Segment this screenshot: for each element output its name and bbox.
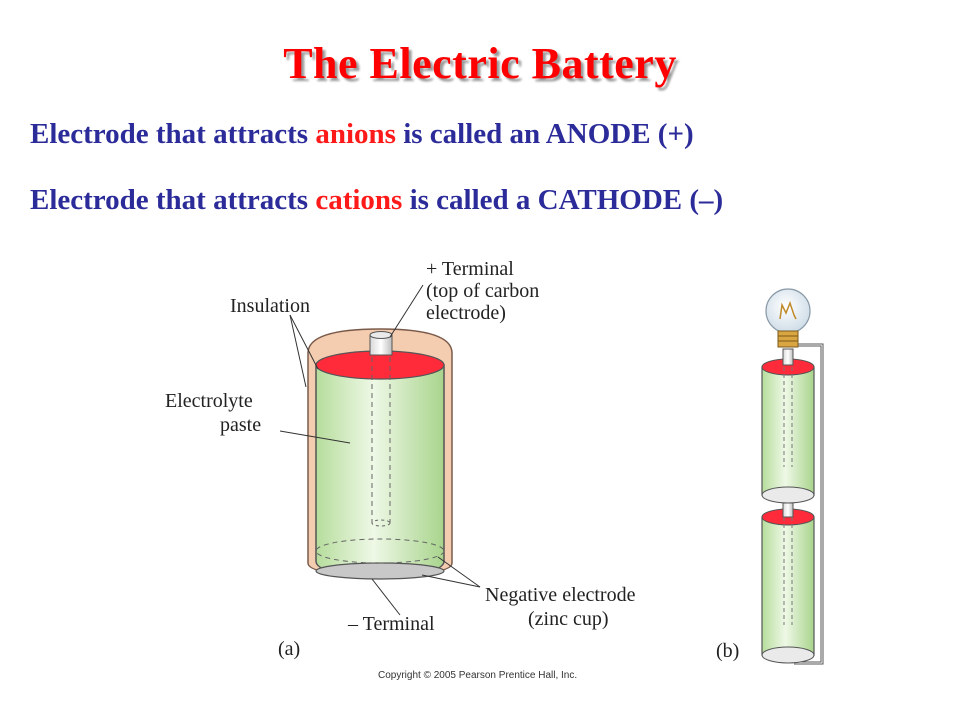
cathode-definition: Electrode that attracts cations is calle… [30, 184, 723, 217]
leader-terminal-neg [371, 578, 401, 616]
inner-bottom-outline [315, 538, 445, 564]
copyright-notice: Copyright © 2005 Pearson Prentice Hall, … [378, 670, 578, 681]
positive-cap-top [369, 331, 393, 339]
leader-insulation-1 [289, 314, 307, 388]
upper-cell-cap [782, 348, 794, 366]
label-terminal-neg: – Terminal [347, 613, 435, 635]
leader-insulation-2 [289, 314, 319, 370]
series-cells-b: (b) [716, 288, 824, 665]
cathode-text-after: is called a CATHODE (–) [402, 184, 724, 216]
anions-highlight: anions [315, 118, 396, 150]
dry-cell-a: + Terminal (top of carbon electrode) Ins… [165, 258, 636, 660]
label-neg-electrode-1: Negative electrode [485, 584, 636, 606]
label-neg-electrode-2: (zinc cup) [528, 608, 609, 630]
label-insulation: Insulation [230, 295, 310, 317]
leader-neg-electrode-2 [421, 574, 481, 588]
cathode-text-before: Electrode that attracts [30, 184, 316, 216]
slide-title: The Electric Battery [283, 39, 677, 88]
external-wire-inner [794, 344, 823, 664]
bulb-filament [779, 300, 797, 320]
label-electrolyte-2: paste [220, 414, 261, 436]
negative-terminal-disc [315, 562, 445, 580]
leader-neg-electrode-1 [437, 556, 481, 588]
anode-text-before: Electrode that attracts [30, 118, 316, 150]
bulb-glass [765, 288, 811, 334]
lower-cell-cap [782, 502, 794, 518]
label-panel-a: (a) [278, 638, 300, 660]
label-terminal-pos-1: + Terminal [426, 258, 514, 280]
anode-text-after: is called an ANODE (+) [395, 118, 694, 150]
label-terminal-pos-3: electrode) [426, 302, 506, 324]
label-panel-b: (b) [716, 640, 739, 662]
cations-highlight: cations [315, 184, 403, 216]
leader-electrolyte [279, 430, 351, 444]
battery-diagram: + Terminal (top of carbon electrode) Ins… [165, 258, 824, 665]
carbon-rod-bottom [371, 519, 391, 527]
lower-cell-body [761, 516, 815, 656]
leader-terminal-pos [389, 284, 424, 338]
anode-definition: Electrode that attracts anions is called… [30, 118, 694, 151]
bulb-base [777, 330, 799, 348]
label-terminal-pos-2: (top of carbon [426, 280, 539, 302]
lower-cell-bottom [761, 646, 815, 664]
upper-cell-body [761, 366, 815, 496]
upper-cell-bottom [761, 486, 815, 504]
zinc-cup [315, 364, 445, 576]
label-electrolyte-1: Electrolyte [165, 390, 253, 412]
